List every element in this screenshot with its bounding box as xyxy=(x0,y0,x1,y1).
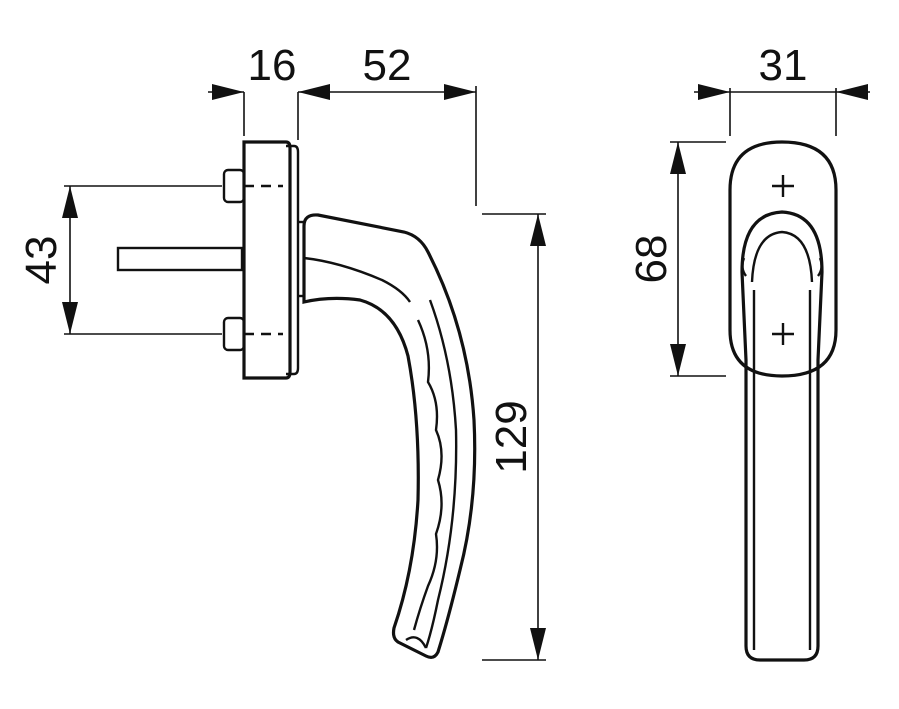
front-view xyxy=(728,140,838,662)
rosette-front xyxy=(728,140,838,378)
screw-bottom xyxy=(222,316,283,352)
rosette-side xyxy=(242,140,304,380)
lever-side xyxy=(302,213,477,659)
spindle xyxy=(116,246,244,272)
dim-handle-projection: 52 xyxy=(363,41,477,206)
rosette-height-label: 68 xyxy=(627,235,676,284)
dim-rosette-height: 68 xyxy=(627,141,726,377)
screw-top xyxy=(222,168,283,204)
dim-screw-spacing: 43 xyxy=(17,185,222,335)
handle-length-label: 129 xyxy=(487,400,536,473)
handle-projection-label: 52 xyxy=(363,41,412,90)
screw-mark-bottom xyxy=(772,323,794,345)
screw-mark-top xyxy=(772,175,794,197)
lever-front xyxy=(740,210,824,662)
base-depth-label: 16 xyxy=(248,41,297,90)
dim-base-depth: 16 xyxy=(208,41,476,140)
screw-spacing-label: 43 xyxy=(17,236,66,285)
dim-handle-length: 129 xyxy=(482,213,546,661)
side-view xyxy=(116,140,477,659)
front-width-label: 31 xyxy=(759,41,808,90)
dim-front-width: 31 xyxy=(694,41,870,136)
